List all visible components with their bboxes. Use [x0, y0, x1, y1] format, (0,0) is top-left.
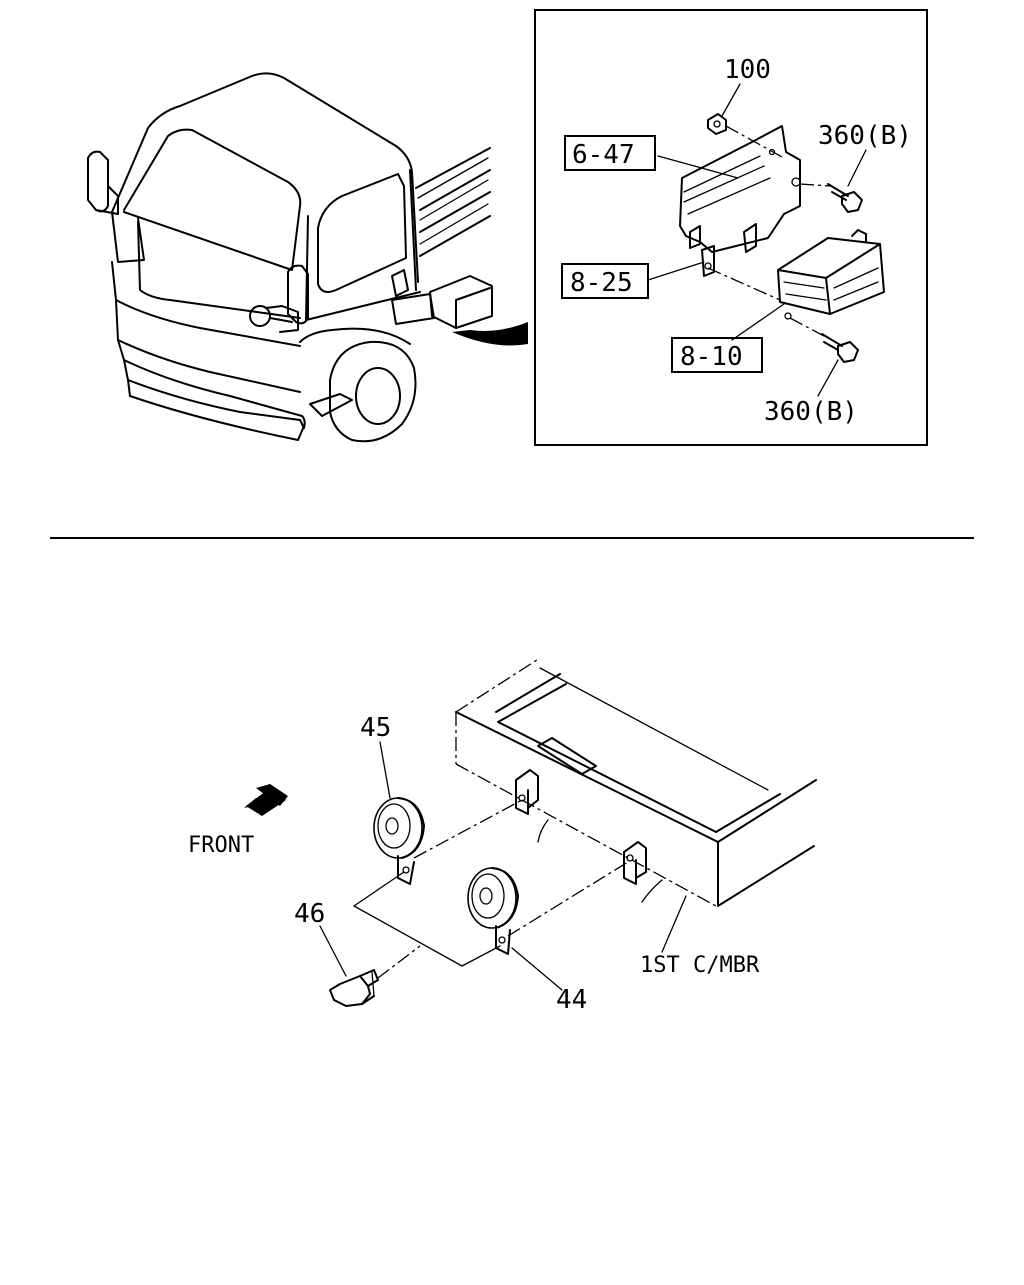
member-label: 1ST C/MBR	[640, 953, 760, 978]
horn-leaders	[319, 741, 687, 991]
part-box-6-47	[564, 135, 656, 171]
part-label-44: 44	[556, 985, 587, 1015]
detail-inset-frame	[534, 9, 928, 446]
relay-bracket-drawing	[679, 113, 885, 363]
truck-cab-illustration	[87, 72, 528, 443]
crossmember-drawing	[455, 657, 817, 907]
part-label-45: 45	[360, 713, 391, 743]
front-arrow-shaft	[246, 788, 286, 816]
part-label-8-25: 8-25	[570, 268, 633, 298]
part-label-360b-top: 360(B)	[818, 121, 912, 151]
part-box-8-10	[671, 337, 763, 373]
front-label: FRONT	[188, 833, 254, 858]
part-label-46: 46	[294, 899, 325, 929]
horn-45	[373, 797, 425, 885]
part-label-8-10: 8-10	[680, 342, 743, 372]
part-box-8-25	[561, 263, 649, 299]
horn-44	[467, 867, 519, 955]
part-label-6-47: 6-47	[572, 140, 635, 170]
part-label-100: 100	[724, 55, 771, 85]
bolt-46	[329, 969, 379, 1007]
part-label-360b-bottom: 360(B)	[764, 397, 858, 427]
inset-leaders	[647, 83, 867, 397]
horn-attach-lines	[353, 799, 629, 979]
